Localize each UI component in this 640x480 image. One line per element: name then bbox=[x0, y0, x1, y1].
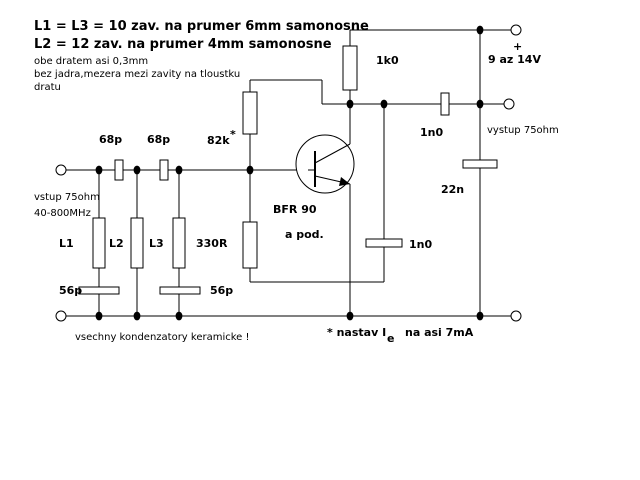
wires bbox=[66, 29, 512, 317]
inductor-l2 bbox=[130, 217, 144, 269]
label-330r: 330R bbox=[196, 237, 228, 250]
output-label: vystup 75ohm bbox=[487, 125, 559, 136]
supply-plus: + bbox=[513, 40, 522, 53]
adjust-note-prefix: * nastav I bbox=[327, 326, 386, 339]
label-68p-2: 68p bbox=[147, 133, 170, 146]
ground-terminal-left bbox=[55, 310, 67, 322]
adjust-note-suffix: na asi 7mA bbox=[405, 326, 474, 339]
capacitor-56p-1 bbox=[78, 286, 120, 295]
note-l2: L2 = 12 zav. na prumer 4mm samonosne bbox=[34, 37, 332, 52]
label-l1: L1 bbox=[59, 237, 74, 250]
input-terminal bbox=[55, 164, 67, 176]
capacitor-1n0-emitter bbox=[365, 238, 403, 248]
label-transistor-note: a pod. bbox=[285, 228, 324, 241]
label-l3: L3 bbox=[149, 237, 164, 250]
capacitor-68p-1 bbox=[114, 159, 124, 181]
input-label: vstup 75ohm bbox=[34, 192, 100, 203]
supply-terminal bbox=[510, 24, 522, 36]
resistor-82k bbox=[242, 91, 258, 135]
ground-terminal-right bbox=[510, 310, 522, 322]
label-22n: 22n bbox=[441, 183, 464, 196]
note-wire: obe dratem asi 0,3mm bbox=[34, 56, 148, 67]
inductor-l1 bbox=[92, 217, 106, 269]
label-1k0: 1k0 bbox=[376, 54, 399, 67]
capacitor-56p-2 bbox=[159, 286, 201, 295]
note-core: bez jadra,mezera mezi zavity na tloustku bbox=[34, 69, 240, 80]
label-56p-2: 56p bbox=[210, 284, 233, 297]
label-82k: 82k bbox=[207, 134, 230, 147]
ceramic-note: vsechny kondenzatory keramicke ! bbox=[75, 332, 250, 343]
capacitor-1n0-out bbox=[440, 92, 450, 116]
input-frequency: 40-800MHz bbox=[34, 208, 91, 219]
capacitor-22n bbox=[462, 159, 498, 169]
transistor-bfr90 bbox=[295, 134, 355, 194]
supply-label: 9 az 14V bbox=[488, 53, 541, 66]
label-transistor: BFR 90 bbox=[273, 203, 317, 216]
resistor-base-lower bbox=[242, 221, 258, 269]
note-l1-l3: L1 = L3 = 10 zav. na prumer 6mm samonosn… bbox=[34, 19, 369, 34]
label-1n0-out: 1n0 bbox=[420, 126, 443, 139]
label-68p-1: 68p bbox=[99, 133, 122, 146]
resistor-1k0 bbox=[342, 45, 358, 91]
label-82k-mark: * bbox=[230, 128, 236, 141]
capacitor-68p-2 bbox=[159, 159, 169, 181]
adjust-note-sub: e bbox=[387, 332, 394, 345]
label-l2: L2 bbox=[109, 237, 124, 250]
label-56p-1: 56p bbox=[59, 284, 82, 297]
junctions bbox=[95, 25, 484, 321]
inductor-l3 bbox=[172, 217, 186, 269]
output-terminal bbox=[503, 98, 515, 110]
note-core-cont: dratu bbox=[34, 82, 61, 93]
label-1n0-emitter: 1n0 bbox=[409, 238, 432, 251]
